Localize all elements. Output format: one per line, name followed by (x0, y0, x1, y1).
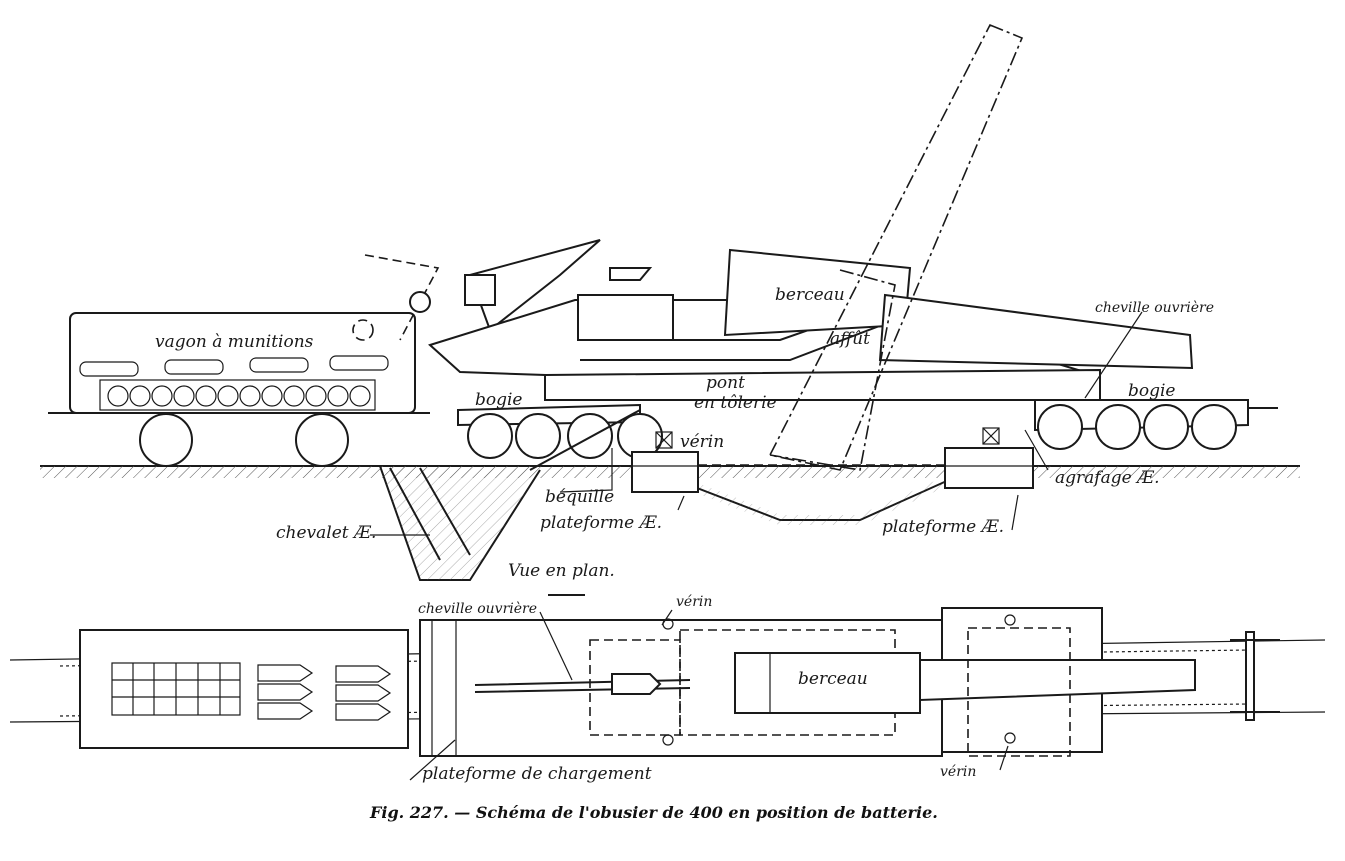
carriage-body: berceau affût pont en tôlerie (428, 248, 1194, 413)
label-plateforme-ar: plateforme Æ. (540, 513, 662, 533)
front-bogie: bogie (1034, 381, 1278, 450)
plan-label-plateforme: plateforme de chargement (422, 764, 652, 784)
plan-wagon-cells (111, 662, 392, 721)
figure-caption: Fig. 227. — Schéma de l'obusier de 400 e… (369, 803, 938, 822)
loading-crane (352, 239, 653, 341)
ammunition-wagon: vagon à munitions (48, 312, 430, 467)
label-bequille: béquille (545, 487, 614, 507)
label-bogie-right: bogie (1128, 381, 1176, 401)
label-vagon: vagon à munitions (155, 332, 314, 352)
plan-wagon (79, 629, 409, 749)
subtitle-vue-en-plan: Vue en plan. (508, 561, 615, 581)
rear-bogie: bogie (457, 390, 663, 459)
label-cheville: cheville ouvrière (1095, 300, 1214, 316)
leader-lines (370, 311, 1143, 536)
label-bogie-left: bogie (475, 390, 523, 410)
plan-label-berceau: berceau (798, 669, 868, 689)
front-platform (944, 427, 1034, 489)
plan-label-verin-top: vérin (676, 594, 712, 610)
plan-label-cheville: cheville ouvrière (418, 601, 537, 617)
label-verin: vérin (680, 432, 724, 452)
bequille-strut (529, 409, 641, 471)
elevation-view: vagon à munitions berceau affût pont en … (40, 23, 1300, 581)
label-plateforme-av: plateforme Æ. (882, 517, 1004, 537)
label-affut: affût (830, 329, 870, 349)
label-agrafage: agrafage Æ. (1055, 468, 1159, 488)
elevated-barrel (768, 23, 1024, 471)
label-chevalet: chevalet Æ. (276, 523, 376, 543)
label-pont-1: pont (706, 373, 745, 393)
plan-berceau (734, 652, 921, 714)
plan-label-verin-bottom: vérin (940, 764, 976, 780)
wagon-cells (99, 379, 376, 411)
label-pont-2: en tôlerie (694, 393, 777, 413)
rear-platform (631, 431, 699, 493)
plan-view: cheville ouvrière vérin berceau platefor… (9, 594, 1326, 784)
label-berceau: berceau (775, 285, 845, 305)
wagon-shells (79, 355, 389, 377)
